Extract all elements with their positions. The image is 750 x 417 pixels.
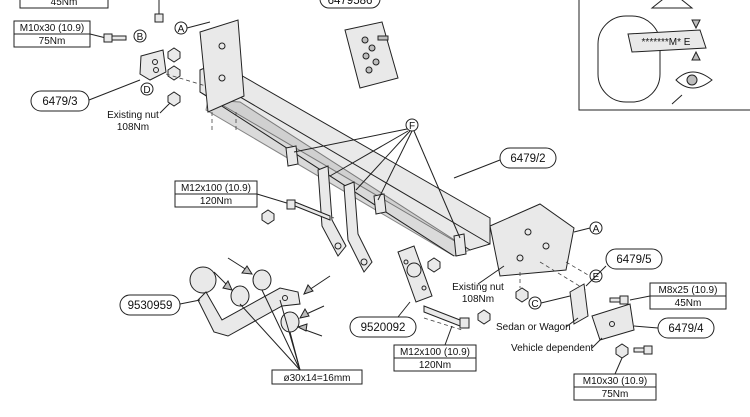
bolt-size-label: M10x30 (10.9)	[20, 23, 84, 34]
left-mount-bracket	[139, 49, 167, 81]
svg-text:Sedan or Wagon: Sedan or Wagon	[496, 322, 571, 333]
nut-icon	[477, 309, 491, 325]
svg-text:6479/2: 6479/2	[510, 153, 545, 165]
svg-text:C: C	[531, 299, 538, 310]
svg-text:Existing nut: Existing nut	[107, 110, 159, 121]
callout-f: F	[293, 118, 461, 239]
socket-mounting-plate	[397, 245, 433, 303]
bolt-spec-m10-bottom: M10x30 (10.9) 75Nm	[573, 357, 657, 401]
hex-bolt-icon	[154, 0, 164, 23]
svg-text:9530959: 9530959	[128, 300, 173, 312]
callout-a-top: A	[174, 21, 211, 35]
svg-text:6479/4: 6479/4	[668, 323, 704, 335]
svg-text:M12x100 (10.9): M12x100 (10.9)	[400, 347, 470, 358]
nut-icon	[515, 287, 529, 303]
hex-bolt-icon	[609, 295, 629, 305]
svg-text:6479/5: 6479/5	[616, 254, 651, 266]
callout-d: D	[140, 82, 154, 96]
part-label-9530959: 9530959	[119, 294, 201, 316]
bolt-spec-m12-bottom: M12x100 (10.9) 120Nm	[393, 325, 477, 372]
part-label-6479-4: 6479/4	[633, 317, 715, 339]
nut-icon	[427, 257, 441, 273]
nut-icon	[261, 209, 275, 225]
spacer-icon	[230, 269, 300, 333]
bolt-spec-m10-top: M10x30 (10.9) 75Nm	[13, 20, 107, 48]
svg-text:M8x25 (10.9): M8x25 (10.9)	[659, 285, 718, 296]
callout-c: C	[528, 295, 571, 310]
right-small-bracket-lower	[591, 303, 635, 341]
right-small-bracket-upper	[569, 283, 589, 325]
center-drop-brackets	[317, 165, 373, 273]
svg-text:108Nm: 108Nm	[117, 122, 149, 133]
svg-text:A: A	[593, 224, 600, 235]
sedan-wagon-note: Sedan or Wagon	[496, 317, 579, 333]
nut-icon	[167, 47, 181, 63]
plate-code-label: *******M* E	[642, 37, 691, 48]
callout-b: B	[133, 29, 147, 43]
vehicle-dependent-note: Vehicle dependent	[511, 337, 603, 354]
callout-a-right: A	[573, 221, 603, 235]
bolt-spec-m8: M8x25 (10.9) 45Nm	[629, 282, 727, 310]
bolt-spec-m12-mid: M12x100 (10.9) 120Nm	[174, 180, 291, 208]
svg-text:M12x100 (10.9): M12x100 (10.9)	[181, 183, 251, 194]
top-partial-part-label: 6479586	[319, 0, 381, 9]
svg-text:A: A	[178, 24, 185, 35]
svg-text:D: D	[143, 85, 150, 96]
nut-icon	[167, 91, 181, 107]
svg-text:75Nm: 75Nm	[602, 389, 629, 400]
part-label-9520092: 9520092	[349, 301, 417, 338]
hex-bolt-icon	[423, 305, 470, 329]
torque-label-top-partial: 45Nm	[51, 0, 78, 8]
hex-bolt-icon	[286, 199, 331, 221]
part-label-6479-5: 6479/5	[585, 248, 663, 287]
hex-bolt-icon	[103, 33, 127, 43]
nut-icon	[615, 343, 629, 359]
svg-text:45Nm: 45Nm	[675, 298, 702, 309]
svg-text:120Nm: 120Nm	[200, 196, 232, 207]
tow-ball-icon	[189, 266, 301, 337]
svg-text:B: B	[137, 32, 144, 43]
top-left-torque-box: 45Nm	[19, 0, 109, 9]
electrical-kit-bag	[344, 21, 399, 89]
existing-nut-left-note: Existing nut 108Nm	[107, 102, 171, 133]
svg-text:120Nm: 120Nm	[419, 360, 451, 371]
spacer-dimension-label: ø30x14=16mm	[239, 289, 363, 385]
svg-text:F: F	[409, 121, 415, 132]
svg-text:E: E	[593, 272, 600, 283]
insertion-arrows	[213, 257, 331, 337]
torque-label: 75Nm	[39, 36, 66, 47]
hex-bolt-icon	[633, 345, 653, 355]
part-label-6479-2: 6479/2	[453, 147, 557, 179]
svg-text:Vehicle dependent: Vehicle dependent	[511, 343, 594, 354]
eye-warning-icon	[671, 71, 713, 105]
svg-text:108Nm: 108Nm	[462, 294, 494, 305]
part-label-6479-3: 6479/3	[30, 79, 141, 112]
main-cross-beam	[199, 19, 575, 277]
nut-icon	[167, 65, 181, 81]
svg-text:ø30x14=16mm: ø30x14=16mm	[284, 373, 351, 384]
svg-text:6479/3: 6479/3	[42, 96, 77, 108]
svg-text:Existing nut: Existing nut	[452, 282, 504, 293]
existing-nut-right-note: Existing nut 108Nm	[452, 265, 505, 305]
svg-text:M10x30 (10.9): M10x30 (10.9)	[583, 376, 647, 387]
svg-text:6479586: 6479586	[328, 0, 373, 7]
plate-inset-box: *******M* E	[578, 0, 750, 111]
svg-text:9520092: 9520092	[361, 322, 406, 334]
